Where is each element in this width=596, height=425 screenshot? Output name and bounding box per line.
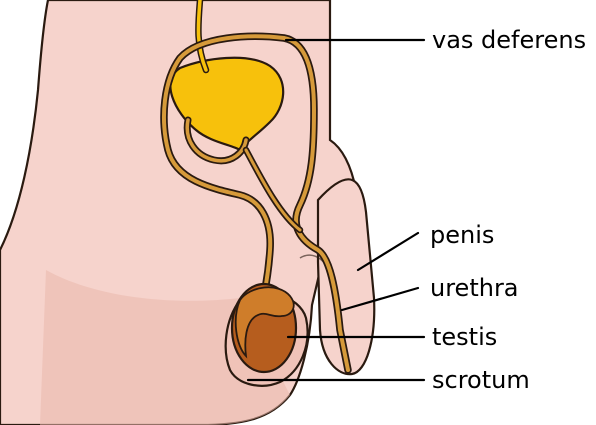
label-testis: testis xyxy=(432,323,497,351)
label-scrotum: scrotum xyxy=(432,366,530,394)
label-urethra: urethra xyxy=(430,274,519,302)
label-vas-deferens: vas deferens xyxy=(432,26,586,54)
label-penis: penis xyxy=(430,221,494,249)
